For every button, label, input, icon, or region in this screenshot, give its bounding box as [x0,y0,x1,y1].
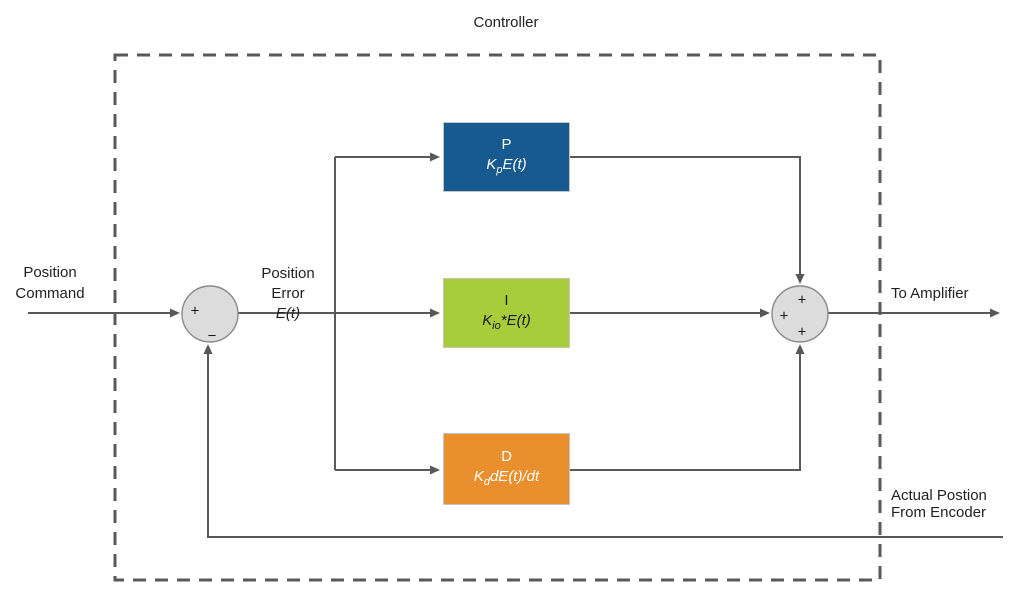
label-position-error-text: Position Error [261,265,315,302]
sum-error-plus-sign: + [190,302,200,320]
sum-junction-error [181,285,239,343]
block-d-sub: d [483,475,490,488]
block-p-formula: KpE(t) [486,155,526,180]
block-i-name: I [504,291,509,309]
block-d: D KddE(t)/dt [443,433,570,505]
block-i-coeff: K [482,311,493,329]
block-d-formula: KddE(t)/dt [474,467,539,492]
block-p-sub: p [496,163,503,176]
block-d-coeff: K [473,467,484,485]
block-d-name: D [501,447,512,465]
label-actual-position: Actual Postion From Encoder [891,487,987,521]
signal-line-d-output [570,344,805,471]
block-p-rest: E(t) [502,155,527,173]
signal-line-feedback [203,344,1003,538]
signal-line-p-output [570,156,805,284]
block-p-coeff: K [486,155,497,173]
block-i-rest: *E(t) [500,311,531,329]
block-p: P KpE(t) [443,122,570,192]
sum-junction-output [771,285,829,343]
label-position-error: Position Error E(t) [238,244,338,344]
block-p-name: P [501,135,512,153]
block-i: I Kio*E(t) [443,278,570,348]
label-position-command: Position Command [15,264,85,302]
block-d-rest: dE(t)/dt [489,467,540,485]
sum-output-plus-top-sign: + [797,291,807,309]
sum-error-minus-sign: − [207,327,217,345]
controller-title: Controller [473,14,539,31]
block-i-formula: Kio*E(t) [482,311,531,336]
label-to-amplifier: To Amplifier [891,285,969,302]
sum-output-plus-left-sign: + [779,307,789,325]
sum-output-plus-bottom-sign: + [797,323,807,341]
controller-boundary [113,53,882,582]
label-position-error-math: E(t) [275,305,301,322]
block-i-sub: io [492,319,501,332]
